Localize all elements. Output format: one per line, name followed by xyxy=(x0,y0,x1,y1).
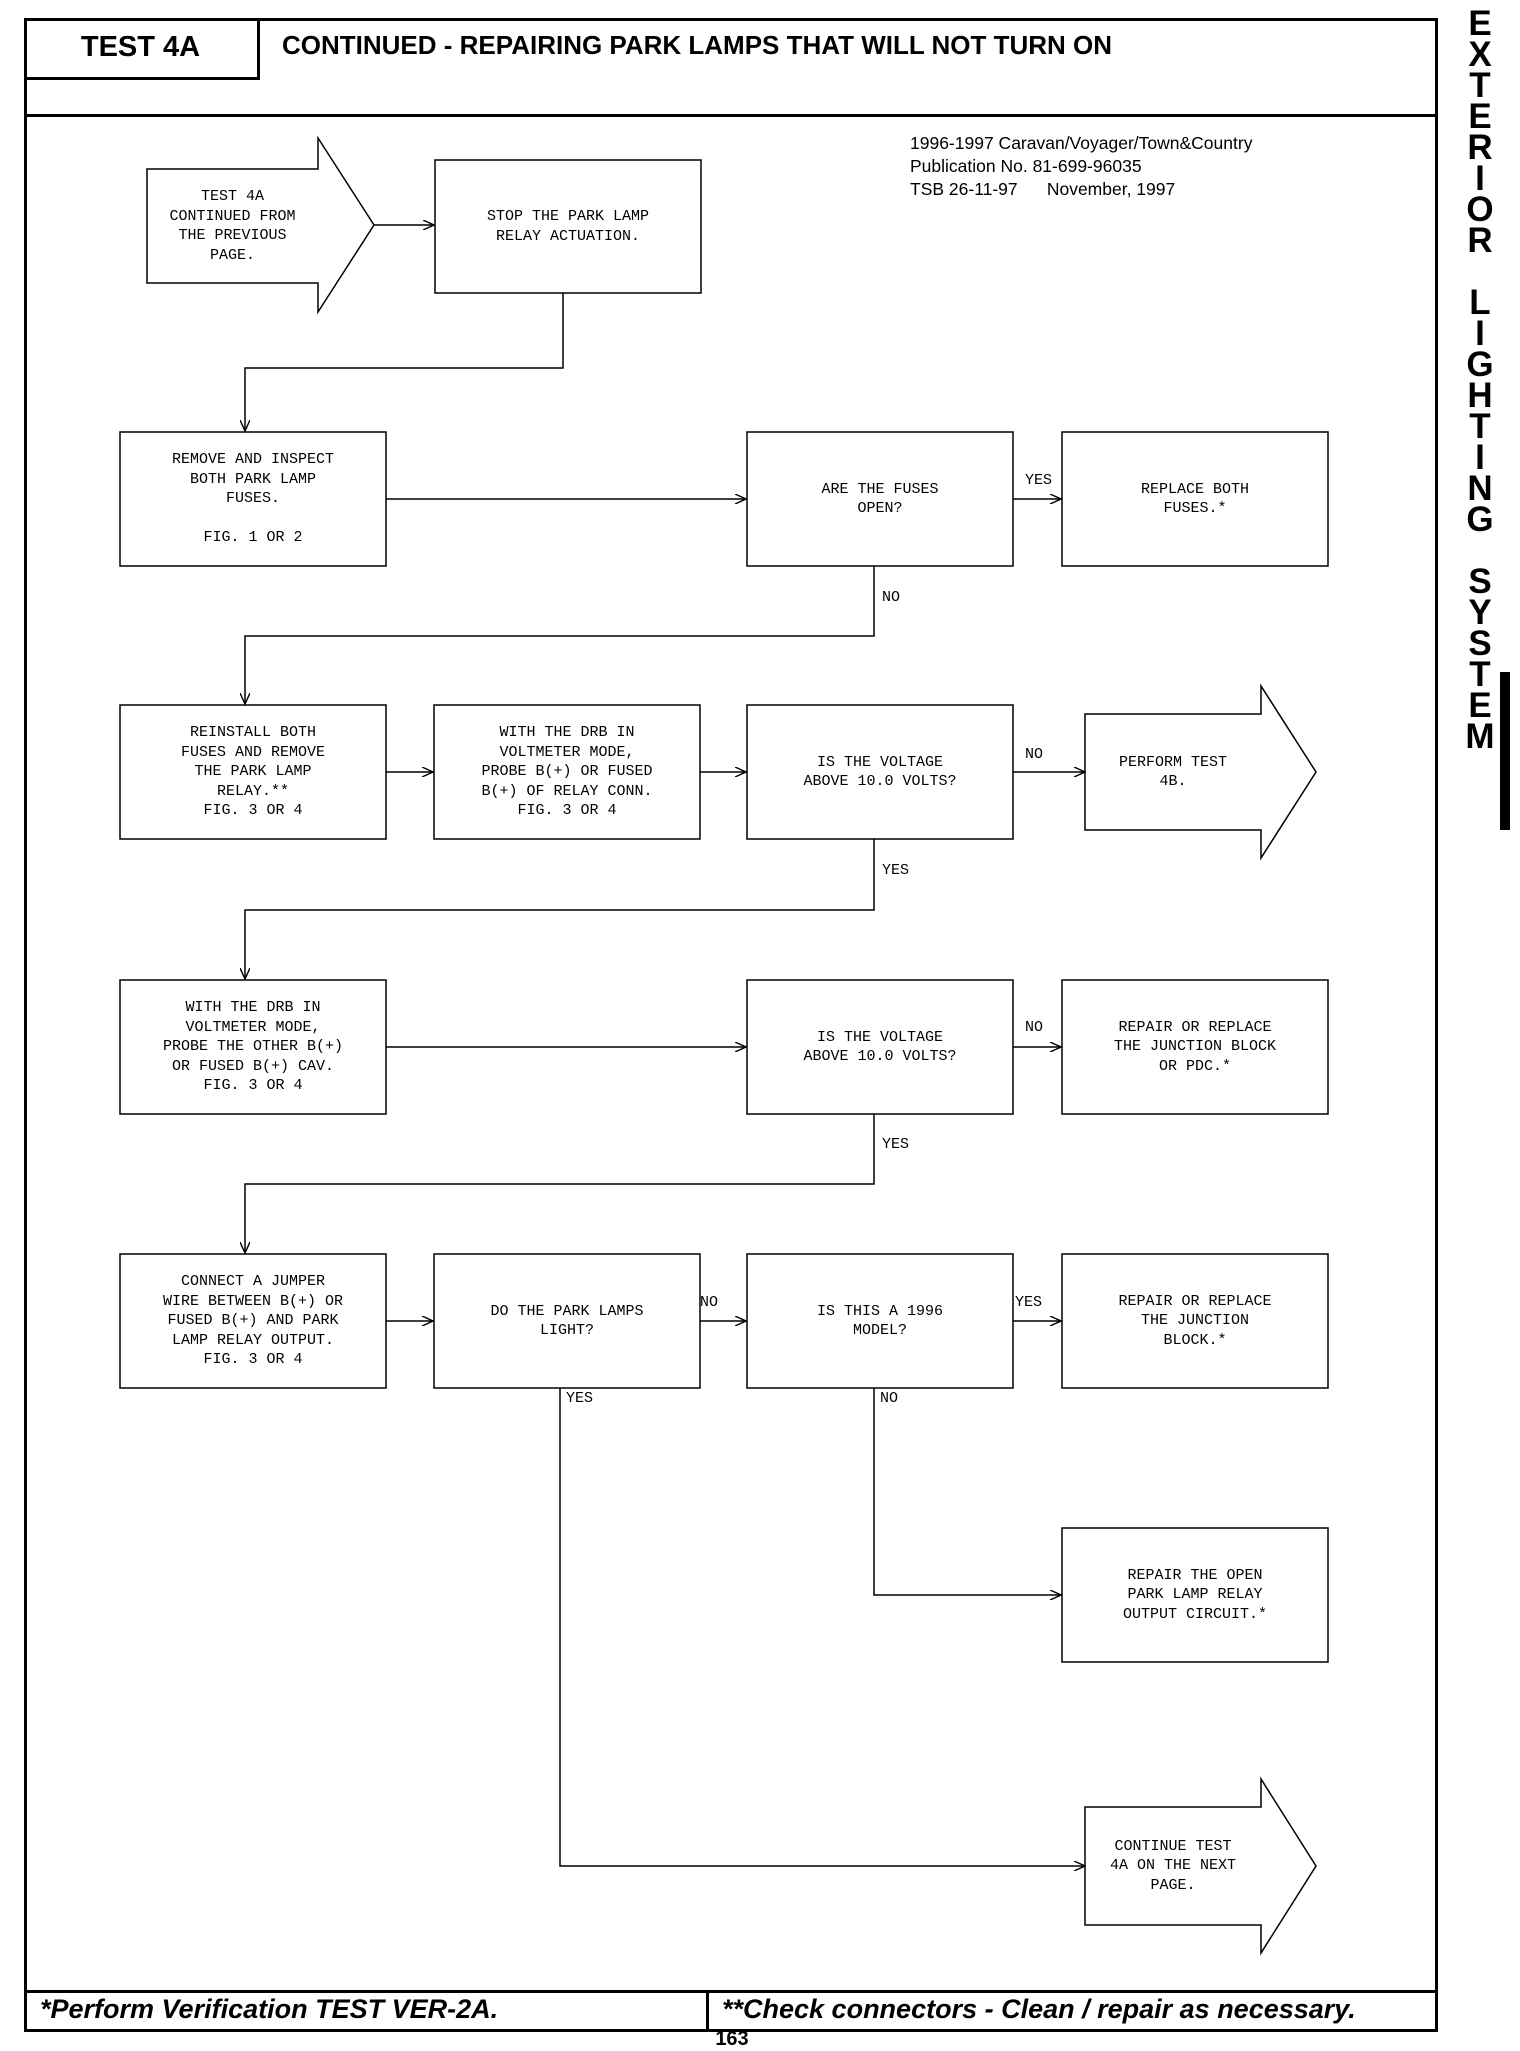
page-title: CONTINUED - REPAIRING PARK LAMPS THAT WI… xyxy=(282,30,1113,60)
page-number: 163 xyxy=(715,2028,749,2050)
remove-fuses-shape xyxy=(119,431,387,567)
side-title-letter: T xyxy=(1469,66,1491,105)
side-title-letter: E xyxy=(1468,686,1492,725)
voltage2-no-label: NO xyxy=(1025,1019,1044,1036)
publication-number: Publication No. 81-699-96035 xyxy=(910,156,1142,176)
fuses-no-label: NO xyxy=(882,589,901,606)
publication-tsb: TSB 26-11-97 November, 1997 xyxy=(910,179,1176,199)
side-title-letter: T xyxy=(1469,407,1491,446)
side-title-letter: R xyxy=(1467,128,1493,167)
voltage1-yes-connector xyxy=(245,839,875,979)
model-1996-box: IS THIS A 1996 MODEL? xyxy=(816,1302,944,1340)
model-yes-label: YES xyxy=(1015,1294,1043,1311)
side-title-letter: I xyxy=(1475,159,1485,198)
lamps-yes-connector xyxy=(559,1388,1085,1866)
voltage1-yes-label: YES xyxy=(882,862,910,879)
voltage1-shape xyxy=(746,704,1014,840)
side-title-letter: G xyxy=(1466,345,1494,384)
lamps-light-box: DO THE PARK LAMPS LIGHT? xyxy=(490,1302,644,1340)
footnote-verification: *Perform Verification TEST VER-2A. xyxy=(40,1994,499,2024)
repair-block-shape xyxy=(1061,1253,1329,1389)
lamps-no-label: NO xyxy=(700,1294,719,1311)
repair-block-box: REPAIR OR REPLACE THE JUNCTION BLOCK.* xyxy=(1118,1292,1272,1349)
side-title-letter: X xyxy=(1468,35,1492,74)
start-arrow-shape xyxy=(146,135,375,315)
jumper-box: CONNECT A JUMPER WIRE BETWEEN B(+) OR FU… xyxy=(162,1273,344,1369)
fuses-yes-label: YES xyxy=(1025,472,1053,489)
page-frame xyxy=(24,18,1438,2032)
reinstall-box: REINSTALL BOTH FUSES AND REMOVE THE PARK… xyxy=(180,724,326,820)
side-title-letter: T xyxy=(1469,655,1491,694)
side-title-letter: I xyxy=(1475,438,1485,477)
stop-relay-shape xyxy=(434,159,702,294)
replace-fuses-shape xyxy=(1061,431,1329,567)
header-divider xyxy=(24,114,1438,117)
perform-4b-box: PERFORM TEST 4B. xyxy=(1118,753,1228,791)
side-title-letter: R xyxy=(1467,221,1493,260)
probe2-box: WITH THE DRB IN VOLTMETER MODE, PROBE TH… xyxy=(162,999,344,1095)
side-title-letter: L xyxy=(1469,283,1491,322)
stop-to-remove-connector xyxy=(245,293,564,431)
publication-models: 1996-1997 Caravan/Voyager/Town&Country xyxy=(910,133,1253,153)
replace-fuses-box: REPLACE BOTH FUSES.* xyxy=(1140,480,1250,518)
test-id-box: TEST 4A xyxy=(24,18,260,80)
model-1996-shape xyxy=(746,1253,1014,1389)
repair-block-pdc-box: REPAIR OR REPLACE THE JUNCTION BLOCK OR … xyxy=(1113,1018,1277,1075)
side-title-letter: S xyxy=(1468,562,1492,601)
model-no-connector xyxy=(873,1388,1061,1595)
footer-divider xyxy=(24,1990,1438,1993)
voltage1-no-label: NO xyxy=(1025,746,1044,763)
side-title-letter: O xyxy=(1466,190,1494,229)
voltage2-yes-connector xyxy=(245,1114,875,1253)
side-title-letter: I xyxy=(1475,314,1485,353)
perform-4b-arrow-shape xyxy=(1084,683,1317,861)
publication-info: 1996-1997 Caravan/Voyager/Town&Country P… xyxy=(910,132,1252,201)
voltage2-shape xyxy=(746,979,1014,1115)
model-no-label: NO xyxy=(880,1390,899,1407)
start-box: TEST 4A CONTINUED FROM THE PREVIOUS PAGE… xyxy=(169,188,296,264)
side-title-letter: G xyxy=(1466,500,1494,539)
lamps-yes-label: YES xyxy=(566,1390,594,1407)
fuses-open-shape xyxy=(746,431,1014,567)
repair-output-shape xyxy=(1061,1527,1329,1663)
remove-fuses-box: REMOVE AND INSPECT BOTH PARK LAMP FUSES.… xyxy=(171,451,335,547)
side-title-letter: N xyxy=(1467,469,1493,508)
probe1-box: WITH THE DRB IN VOLTMETER MODE, PROBE B(… xyxy=(481,724,653,820)
reinstall-shape xyxy=(119,704,387,840)
repair-block-pdc-shape xyxy=(1061,979,1329,1115)
continue-arrow-shape xyxy=(1084,1776,1317,1956)
side-title-letter: Y xyxy=(1468,593,1492,632)
probe2-shape xyxy=(119,979,387,1115)
side-title-letter: S xyxy=(1468,624,1492,663)
footnote-connectors: **Check connectors - Clean / repair as n… xyxy=(722,1994,1356,2024)
side-title-letter: E xyxy=(1468,4,1492,43)
section-marker-bar xyxy=(1500,672,1510,830)
fuses-no-connector xyxy=(245,566,875,704)
footer-column-divider xyxy=(706,1990,709,2032)
voltage2-box: IS THE VOLTAGE ABOVE 10.0 VOLTS? xyxy=(803,1028,957,1066)
repair-output-box: REPAIR THE OPEN PARK LAMP RELAY OUTPUT C… xyxy=(1122,1566,1268,1623)
stop-relay-box: STOP THE PARK LAMP RELAY ACTUATION. xyxy=(486,208,650,245)
voltage2-yes-label: YES xyxy=(882,1136,910,1153)
side-title-letter: H xyxy=(1467,376,1493,415)
fuses-open-box: ARE THE FUSES OPEN? xyxy=(821,480,939,518)
side-title-letter: M xyxy=(1465,717,1495,756)
continue-box: CONTINUE TEST 4A ON THE NEXT PAGE. xyxy=(1109,1837,1237,1894)
voltage1-box: IS THE VOLTAGE ABOVE 10.0 VOLTS? xyxy=(803,753,957,791)
side-title-letter: E xyxy=(1468,97,1492,136)
